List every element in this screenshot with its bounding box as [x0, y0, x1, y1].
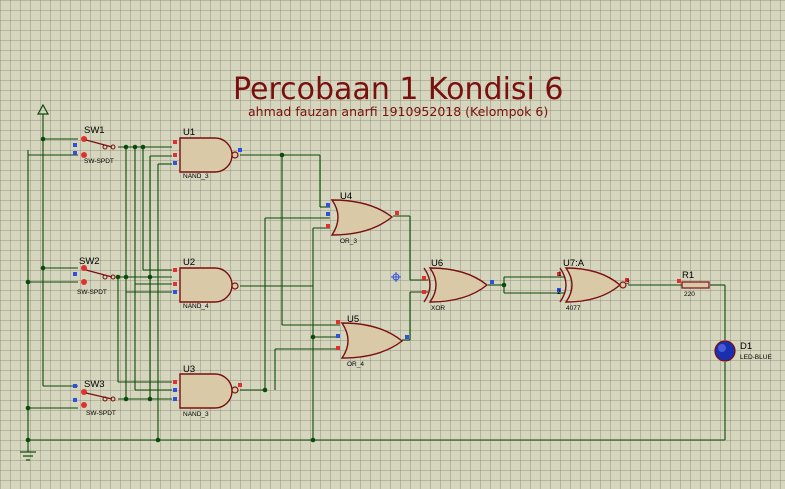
d1-value: LED-BLUE: [740, 354, 772, 361]
power-terminal: [36, 103, 50, 386]
schematic-title: Percobaan 1 Kondisi 6: [233, 72, 564, 107]
xnor-gate-u7a[interactable]: U7:A 4077 1 2 3: [557, 258, 630, 312]
junction-dots: [25, 136, 507, 443]
sw3-value: SW-SPDT: [86, 410, 116, 417]
u7a-pin-1: 1: [558, 271, 562, 278]
xor-gate-u6[interactable]: U6 XOR: [422, 258, 494, 312]
crosshair-marker: [391, 272, 401, 282]
schematic-subtitle: ahmad fauzan anarfi 1910952018 (Kelompok…: [248, 104, 548, 119]
u5-value: OR_4: [347, 361, 364, 368]
r1-label: R1: [682, 270, 694, 281]
resistor-r1[interactable]: R1 220: [677, 270, 710, 298]
sw2-value: SW-SPDT: [77, 289, 107, 296]
u4-value: OR_3: [340, 238, 357, 245]
u7a-value: 4077: [566, 305, 581, 312]
nand-gate-u1[interactable]: U1 NAND_3: [173, 127, 242, 180]
u4-label: U4: [340, 191, 352, 202]
u6-label: U6: [431, 258, 443, 269]
wires: [28, 138, 726, 441]
u3-label: U3: [183, 364, 195, 375]
u2-label: U2: [183, 257, 195, 268]
switch-sw1[interactable]: SW1 SW-SPDT: [73, 125, 116, 165]
u7a-label: U7:A: [563, 258, 585, 269]
nand-gate-u3[interactable]: U3 NAND_3: [173, 364, 242, 418]
u6-value: XOR: [431, 305, 445, 312]
or-gate-u5[interactable]: U5 OR_4: [336, 314, 409, 368]
switch-sw3[interactable]: SW3 SW-SPDT: [73, 379, 116, 417]
u3-value: NAND_3: [183, 411, 209, 418]
switch-sw2[interactable]: SW2 SW-SPDT: [73, 256, 116, 296]
r1-value: 220: [684, 291, 695, 298]
u7a-pin-3: 3: [626, 279, 630, 286]
u1-label: U1: [183, 127, 195, 138]
or-gate-u4[interactable]: U4 OR_3: [326, 191, 399, 245]
sw1-label: SW1: [84, 125, 105, 136]
d1-label: D1: [740, 341, 752, 352]
u2-value: NAND_4: [183, 303, 209, 310]
ground-terminal: [20, 150, 36, 461]
sw2-label: SW2: [79, 256, 100, 267]
sw1-value: SW-SPDT: [84, 158, 114, 165]
led-d1[interactable]: D1 LED-BLUE: [714, 340, 772, 362]
sw3-label: SW3: [84, 379, 105, 390]
u5-label: U5: [347, 314, 359, 325]
u1-value: NAND_3: [183, 173, 209, 180]
nand-gate-u2[interactable]: U2 NAND_4: [173, 257, 239, 310]
u7a-pin-2: 2: [557, 289, 561, 296]
